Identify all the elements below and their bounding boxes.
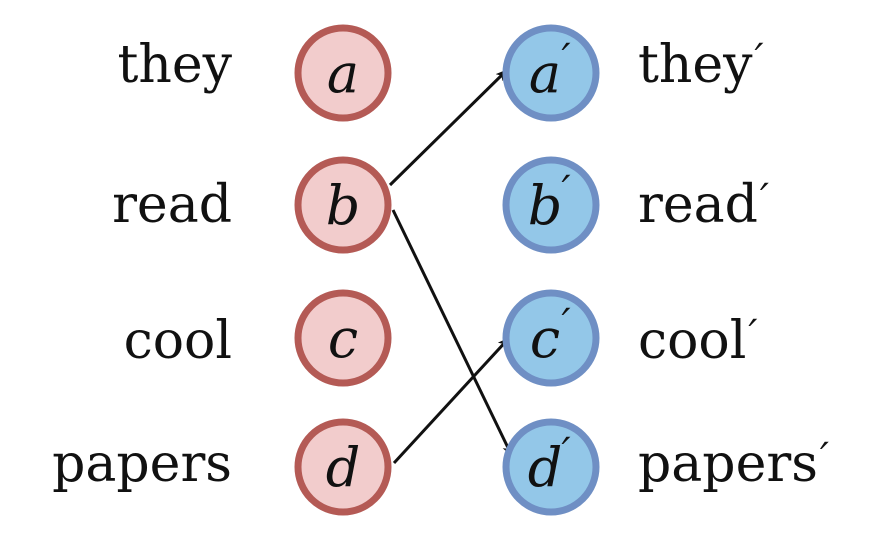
source-word-papers: papers — [52, 434, 232, 494]
target-prime-b: ′ — [561, 168, 570, 214]
source-nodes: a b c d — [294, 24, 392, 516]
target-var-c: c — [530, 307, 560, 370]
target-word-they-text: they — [638, 35, 753, 95]
target-var-a: a — [529, 42, 561, 105]
target-prime-a: ′ — [561, 36, 570, 82]
target-word-they: they′ — [638, 35, 764, 95]
source-var-a: a — [327, 42, 359, 105]
target-node-d-prime: d ′ — [502, 418, 600, 516]
target-nodes: a ′ b ′ c ′ d ′ — [502, 24, 600, 516]
source-node-d: d — [294, 418, 392, 516]
edge-d-to-c-prime — [392, 336, 511, 465]
target-var-d: d — [528, 436, 563, 499]
target-word-cool-prime: ′ — [748, 312, 757, 358]
edges — [388, 68, 514, 465]
target-word-papers-prime: ′ — [820, 435, 829, 481]
target-node-b-prime: b ′ — [502, 156, 600, 254]
source-node-c: c — [294, 289, 392, 387]
target-word-papers-text: papers — [638, 434, 818, 494]
target-words: they′ read′ cool′ papers′ — [638, 35, 829, 494]
source-word-cool: cool — [124, 311, 232, 371]
target-word-cool: cool′ — [638, 311, 757, 371]
target-node-a-prime: a ′ — [502, 24, 600, 122]
target-node-c-prime: c ′ — [502, 289, 600, 387]
target-word-read: read′ — [638, 175, 769, 235]
source-var-b: b — [326, 174, 361, 237]
edge-b-to-d-prime — [391, 209, 514, 457]
source-word-they: they — [117, 35, 232, 95]
source-var-c: c — [328, 307, 358, 370]
source-node-b: b — [294, 156, 392, 254]
target-word-they-prime: ′ — [755, 36, 764, 82]
source-var-d: d — [326, 436, 361, 499]
target-var-b: b — [528, 174, 563, 237]
target-prime-d: ′ — [561, 430, 570, 476]
source-words: they read cool papers — [52, 35, 233, 494]
target-prime-c: ′ — [561, 301, 570, 347]
target-word-read-prime: ′ — [760, 176, 769, 222]
target-word-papers: papers′ — [638, 434, 829, 494]
source-node-a: a — [294, 24, 392, 122]
target-word-cool-text: cool — [638, 311, 746, 371]
edge-b-to-a-prime — [388, 68, 509, 187]
source-word-read: read — [112, 175, 232, 235]
target-word-read-text: read — [638, 175, 758, 235]
